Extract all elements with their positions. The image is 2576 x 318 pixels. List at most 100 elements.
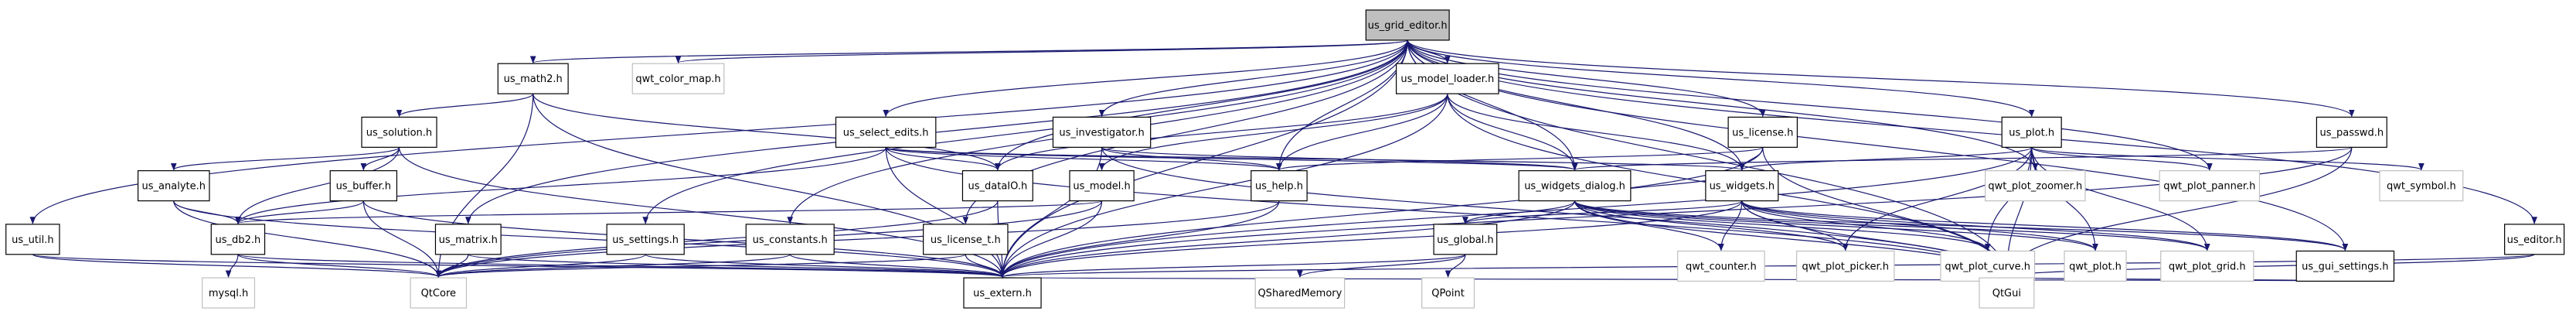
node-picker-label: qwt_plot_picker.h xyxy=(1802,261,1890,272)
edge-editor-to-extern xyxy=(1000,254,2535,279)
node-qpoint-label: QPoint xyxy=(1431,288,1465,299)
node-util[interactable]: us_util.h xyxy=(5,224,60,255)
node-picker: qwt_plot_picker.h xyxy=(1796,250,1895,282)
node-editor-box xyxy=(2504,224,2565,255)
node-counter-box xyxy=(1677,250,1765,282)
node-math2[interactable]: us_math2.h xyxy=(497,63,569,94)
node-global[interactable]: us_global.h xyxy=(1433,224,1498,255)
node-model-label: us_model.h xyxy=(1073,181,1130,193)
node-select-box xyxy=(835,116,937,148)
node-sharedmem-label: QSharedMemory xyxy=(1257,288,1342,299)
node-license-label: us_license.h xyxy=(1732,127,1793,138)
node-math2-label: us_math2.h xyxy=(504,74,563,85)
node-help[interactable]: us_help.h xyxy=(1251,170,1308,202)
node-investigator[interactable]: us_investigator.h xyxy=(1052,116,1152,148)
node-root-label: us_grid_editor.h xyxy=(1368,20,1448,32)
node-curve-box xyxy=(1940,250,2036,282)
edge-settings-to-extern xyxy=(645,254,1006,279)
node-grid-box xyxy=(2160,250,2254,282)
edge-root-to-settings xyxy=(642,39,1408,224)
edge-help-to-extern xyxy=(999,200,1280,279)
edge-plot-to-widgets xyxy=(1739,146,2033,171)
node-licenset-box xyxy=(923,224,1009,255)
node-plot[interactable]: us_plot.h xyxy=(2001,116,2062,148)
edge-root-to-investigator xyxy=(1098,39,1408,118)
node-counter-label: qwt_counter.h xyxy=(1686,261,1757,272)
edge-root-to-zoomer xyxy=(1407,39,2039,171)
edge-select-to-help xyxy=(885,146,1282,171)
edge-root-to-select xyxy=(883,39,1408,118)
node-zoomer: qwt_plot_zoomer.h xyxy=(1985,170,2086,202)
node-db2-box xyxy=(210,224,266,255)
node-qtcore-label: QtCore xyxy=(421,288,456,299)
edge-wdialog-to-grid xyxy=(1574,200,2210,251)
node-passwd-box xyxy=(2316,116,2387,148)
edges-layer xyxy=(29,39,2537,285)
node-panner-box xyxy=(2159,170,2261,202)
edge-widgets-to-global xyxy=(1462,200,1743,224)
edge-analyte-to-extern xyxy=(173,200,1006,279)
node-investigator-label: us_investigator.h xyxy=(1059,127,1144,138)
node-passwd[interactable]: us_passwd.h xyxy=(2316,116,2387,148)
node-solution-box xyxy=(361,116,437,148)
edge-model-to-db2 xyxy=(235,200,1103,224)
edge-wdialog-to-curve xyxy=(1574,200,1991,251)
node-symbol: qwt_symbol.h xyxy=(2379,170,2464,202)
node-buffer[interactable]: us_buffer.h xyxy=(329,170,398,202)
node-dataio[interactable]: us_dataIO.h xyxy=(961,170,1033,202)
edge-license-to-help xyxy=(1276,146,1764,171)
node-plot-box xyxy=(2001,116,2062,148)
node-solution-label: us_solution.h xyxy=(366,127,432,138)
node-analyte-label: us_analyte.h xyxy=(142,181,206,193)
node-wdialog[interactable]: us_widgets_dialog.h xyxy=(1518,170,1632,202)
edge-constants-to-qtcore xyxy=(435,254,791,279)
node-editor[interactable]: us_editor.h xyxy=(2504,224,2565,255)
edge-root-to-colormap xyxy=(675,39,1408,64)
node-db2-label: us_db2.h xyxy=(216,234,261,246)
node-license-box xyxy=(1727,116,1798,148)
edge-select-to-wdialog xyxy=(885,146,1577,171)
node-db2[interactable]: us_db2.h xyxy=(210,224,266,255)
node-root[interactable]: us_grid_editor.h xyxy=(1365,9,1450,41)
node-constants-box xyxy=(745,224,835,255)
node-qwtplot-label: qwt_plot.h xyxy=(2069,261,2122,272)
node-symbol-label: qwt_symbol.h xyxy=(2387,181,2456,193)
node-zoomer-box xyxy=(1985,170,2086,202)
node-qpoint-box xyxy=(1421,277,1475,309)
edge-math2-to-dataio xyxy=(533,94,1001,171)
edge-widgets-to-extern xyxy=(999,200,1743,279)
node-curve-label: qwt_plot_curve.h xyxy=(1945,261,2030,272)
edge-matrix-to-extern xyxy=(468,254,1006,279)
edge-settings-to-qtcore xyxy=(435,254,646,279)
node-select[interactable]: us_select_edits.h xyxy=(835,116,937,148)
edge-wdialog-to-picker xyxy=(1574,200,1849,251)
node-license[interactable]: us_license.h xyxy=(1727,116,1798,148)
node-licenset[interactable]: us_license_t.h xyxy=(923,224,1009,255)
node-sharedmem: QSharedMemory xyxy=(1254,277,1346,309)
node-constants[interactable]: us_constants.h xyxy=(745,224,835,255)
node-extern[interactable]: us_extern.h xyxy=(963,277,1042,309)
node-analyte[interactable]: us_analyte.h xyxy=(137,170,210,202)
node-guiset[interactable]: us_gui_settings.h xyxy=(2295,250,2395,282)
node-widgets[interactable]: us_widgets.h xyxy=(1705,170,1779,202)
edge-util-to-extern xyxy=(32,254,1006,279)
node-loader[interactable]: us_model_loader.h xyxy=(1395,63,1499,94)
edge-editor-to-qtgui xyxy=(2003,254,2535,279)
node-solution[interactable]: us_solution.h xyxy=(361,116,437,148)
edge-help-to-qtcore xyxy=(435,200,1280,279)
node-settings[interactable]: us_settings.h xyxy=(606,224,685,255)
node-analyte-box xyxy=(137,170,210,202)
edge-select-to-extern xyxy=(885,147,1006,279)
edge-solution-to-analyte xyxy=(171,146,400,171)
node-help-label: us_help.h xyxy=(1255,181,1303,193)
edge-licenset-to-qtcore xyxy=(435,254,966,279)
node-guiset-box xyxy=(2295,250,2395,282)
edge-wdialog-to-guiset xyxy=(1574,200,2348,251)
node-model[interactable]: us_model.h xyxy=(1069,170,1135,202)
node-picker-box xyxy=(1796,250,1895,282)
edge-solution-to-buffer xyxy=(360,147,400,171)
node-matrix[interactable]: us_matrix.h xyxy=(434,224,502,255)
node-qwtplot-box xyxy=(2064,250,2127,282)
edge-solution-to-db2 xyxy=(235,147,400,224)
node-colormap: qwt_color_map.h xyxy=(631,63,725,94)
